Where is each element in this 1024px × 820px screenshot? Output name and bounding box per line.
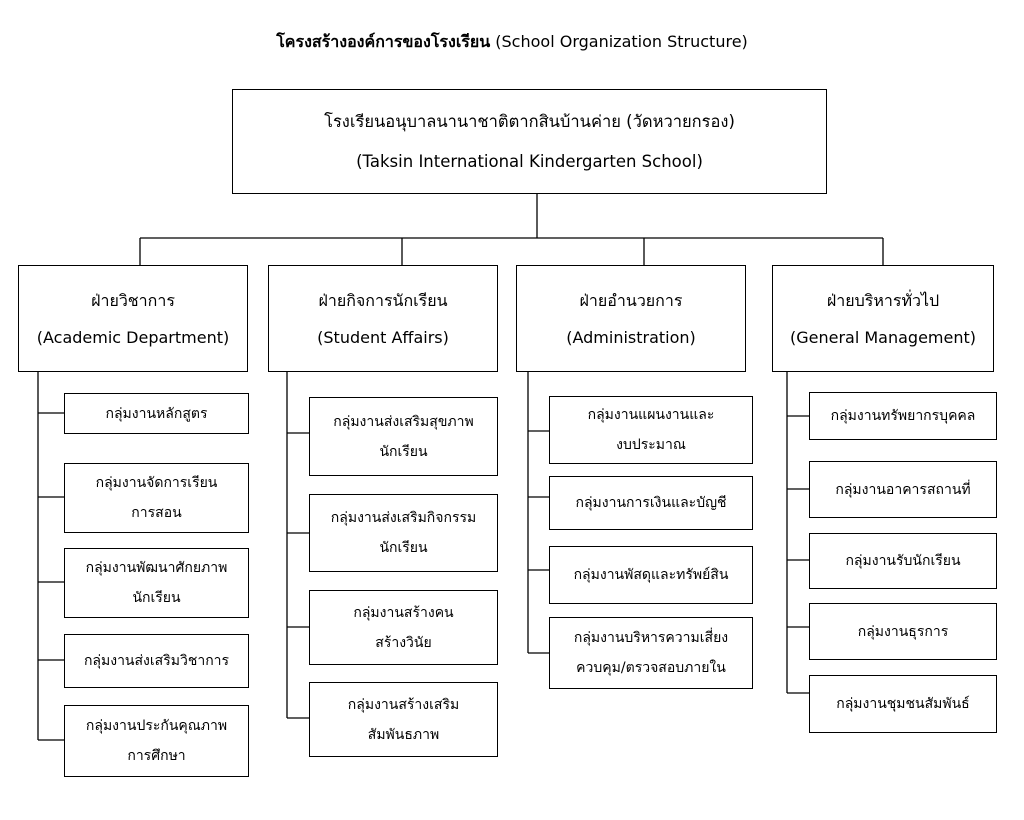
group-label: กลุ่มงานทรัพยากรบุคคล <box>830 408 976 424</box>
group-label: กลุ่มงานอาคารสถานที่ <box>835 481 971 498</box>
group-box: กลุ่มงานธุรการ <box>809 603 997 660</box>
group-box: กลุ่มงานสร้างเสริม สัมพันธภาพ <box>309 682 498 757</box>
group-box: กลุ่มงานหลักสูตร <box>64 393 249 434</box>
group-label: กลุ่มงานส่งเสริมกิจกรรม <box>330 510 477 526</box>
group-box: กลุ่มงานส่งเสริมสุขภาพ นักเรียน <box>309 397 498 476</box>
group-box: กลุ่มงานส่งเสริมวิชาการ <box>64 634 249 688</box>
group-label-line2: สร้างวินัย <box>375 634 432 651</box>
group-label: กลุ่มงานประกันคุณภาพ <box>85 718 228 734</box>
dept-name-thai: ฝ่ายกิจการนักเรียน <box>318 290 448 310</box>
group-label: กลุ่มงานธุรการ <box>857 623 949 640</box>
dept-student-affairs: ฝ่ายกิจการนักเรียน (Student Affairs) <box>268 265 498 372</box>
group-label-line2: ควบคุม/ตรวจสอบภายใน <box>576 660 726 676</box>
root-name-english: (Taksin International Kindergarten Schoo… <box>356 151 703 171</box>
group-label-line2: การศึกษา <box>127 748 186 764</box>
group-label: กลุ่มงานบริหารความเสี่ยง <box>573 630 729 646</box>
group-box: กลุ่มงานประกันคุณภาพ การศึกษา <box>64 705 249 777</box>
group-label: กลุ่มงานส่งเสริมวิชาการ <box>83 653 230 669</box>
dept-name-english: (Administration) <box>566 327 696 347</box>
group-box: กลุ่มงานสร้างคน สร้างวินัย <box>309 590 498 665</box>
group-label: กลุ่มงานชุมชนสัมพันธ์ <box>836 696 970 712</box>
dept-name-thai: ฝ่ายวิชาการ <box>91 290 175 310</box>
group-box: กลุ่มงานแผนงานและ งบประมาณ <box>549 396 753 464</box>
group-box: กลุ่มงานพัฒนาศักยภาพ นักเรียน <box>64 548 249 618</box>
dept-name-english: (Academic Department) <box>36 327 230 347</box>
group-box: กลุ่มงานส่งเสริมกิจกรรม นักเรียน <box>309 494 498 572</box>
group-box: กลุ่มงานบริหารความเสี่ยง ควบคุม/ตรวจสอบภ… <box>549 617 753 689</box>
group-label: กลุ่มงานสร้างคน <box>353 604 454 621</box>
group-label-line2: งบประมาณ <box>616 437 686 453</box>
group-label: กลุ่มงานจัดการเรียน <box>95 475 218 491</box>
group-label: กลุ่มงานพัฒนาศักยภาพ <box>85 560 228 576</box>
group-label-line2: นักเรียน <box>379 540 428 556</box>
group-label: กลุ่มงานการเงินและบัญชี <box>575 495 727 511</box>
title-english: (School Organization Structure) <box>495 32 748 51</box>
root-name-thai: โรงเรียนอนุบาลนานาชาติตากสินบ้านค่าย (วั… <box>324 111 735 131</box>
group-label: กลุ่มงานส่งเสริมสุขภาพ <box>333 413 474 430</box>
dept-name-thai: ฝ่ายบริหารทั่วไป <box>826 290 940 310</box>
group-label: กลุ่มงานหลักสูตร <box>105 405 208 422</box>
root-node: โรงเรียนอนุบาลนานาชาติตากสินบ้านค่าย (วั… <box>232 89 827 194</box>
group-box: กลุ่มงานรับนักเรียน <box>809 533 997 589</box>
chart-title: โครงสร้างองค์การของโรงเรียน (School Orga… <box>0 30 1024 55</box>
dept-name-thai: ฝ่ายอำนวยการ <box>579 290 683 310</box>
group-label: กลุ่มงานสร้างเสริม <box>347 696 460 713</box>
group-label-line2: นักเรียน <box>132 590 181 606</box>
group-box: กลุ่มงานพัสดุและทรัพย์สิน <box>549 546 753 604</box>
group-box: กลุ่มงานจัดการเรียน การสอน <box>64 463 249 533</box>
group-label: กลุ่มงานรับนักเรียน <box>845 553 961 569</box>
group-label-line2: การสอน <box>131 505 182 521</box>
title-thai: โครงสร้างองค์การของโรงเรียน <box>276 32 491 51</box>
dept-academic: ฝ่ายวิชาการ (Academic Department) <box>18 265 248 372</box>
group-label-line2: สัมพันธภาพ <box>367 726 440 743</box>
group-box: กลุ่มงานอาคารสถานที่ <box>809 461 997 518</box>
dept-name-english: (General Management) <box>789 327 977 347</box>
dept-general-management: ฝ่ายบริหารทั่วไป (General Management) <box>772 265 994 372</box>
group-label-line2: นักเรียน <box>379 443 428 460</box>
group-box: กลุ่มงานชุมชนสัมพันธ์ <box>809 675 997 733</box>
group-box: กลุ่มงานทรัพยากรบุคคล <box>809 392 997 440</box>
group-label: กลุ่มงานแผนงานและ <box>587 407 715 423</box>
group-label: กลุ่มงานพัสดุและทรัพย์สิน <box>573 567 729 583</box>
dept-administration: ฝ่ายอำนวยการ (Administration) <box>516 265 746 372</box>
group-box: กลุ่มงานการเงินและบัญชี <box>549 476 753 530</box>
dept-name-english: (Student Affairs) <box>317 327 449 347</box>
